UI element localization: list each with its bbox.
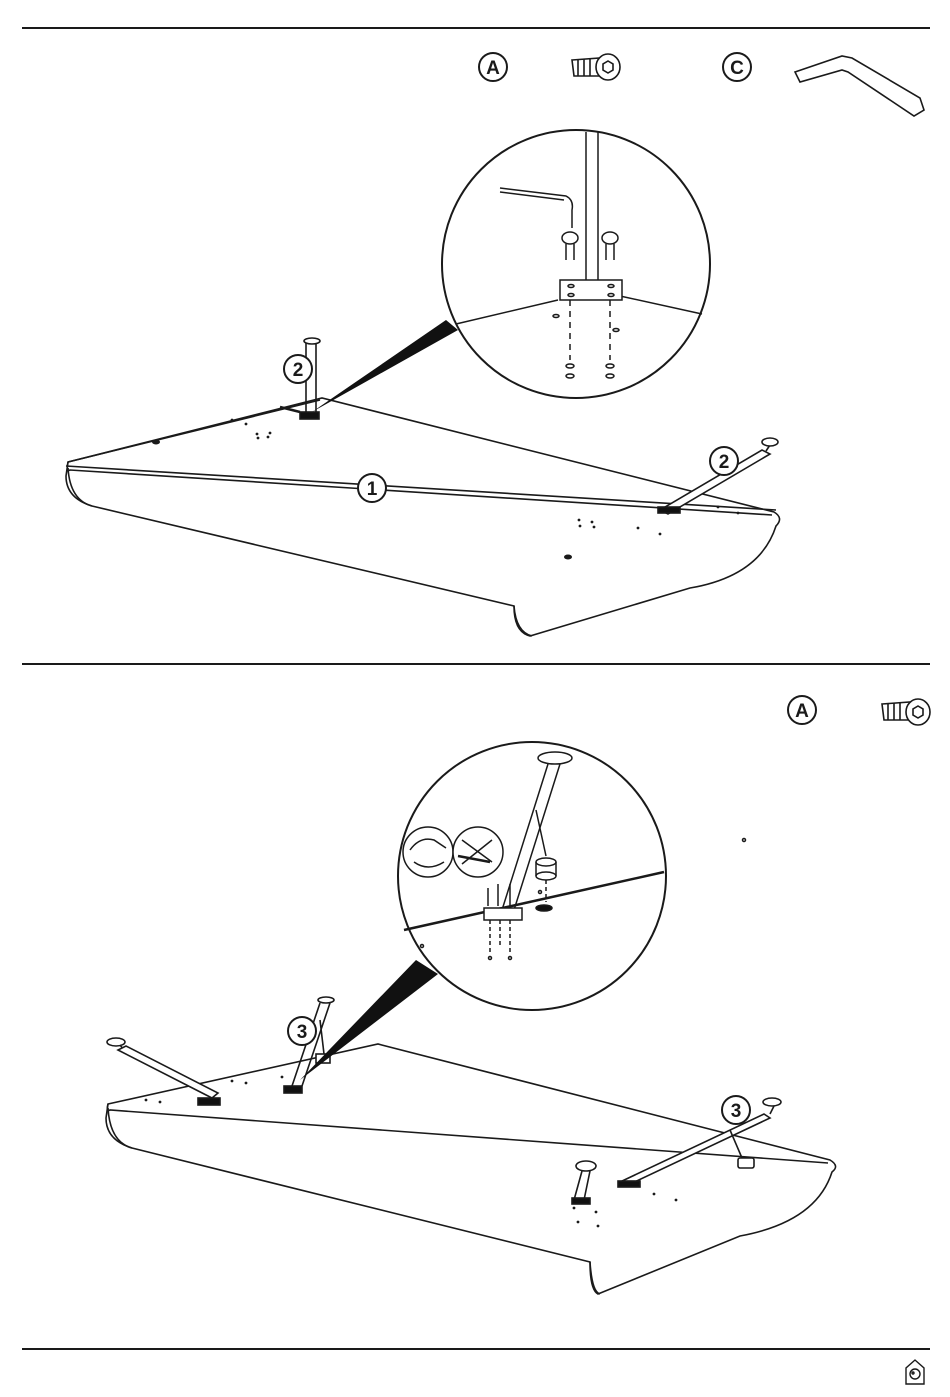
tabletop-2: [106, 1044, 836, 1294]
callout-1-label: 1: [367, 479, 378, 500]
screw-icon: [882, 699, 930, 725]
zoom-wedge-1: [312, 320, 458, 412]
brand-house-logo-icon: [906, 1360, 924, 1384]
detail-circle-2: [398, 742, 746, 1010]
part-c-label: C: [730, 58, 744, 79]
hand-tighten-icon: [403, 827, 453, 877]
no-power-tool-icon: [453, 827, 503, 877]
callout-3-left: 3: [288, 1017, 316, 1045]
tabletop-1: [66, 398, 780, 636]
part-a-badge-2: A: [788, 696, 816, 724]
callout-1-top: 1: [358, 474, 386, 502]
callout-3-left-label: 3: [297, 1022, 308, 1043]
part-a-badge: A: [479, 53, 507, 81]
callout-3-right-label: 3: [731, 1101, 742, 1122]
part-c-badge: C: [723, 53, 751, 81]
callout-2-left: 2: [284, 355, 312, 383]
part-a-label: A: [486, 58, 500, 79]
callout-3-right: 3: [722, 1096, 750, 1124]
callout-2-right-label: 2: [719, 452, 730, 473]
step-1: A C: [66, 53, 924, 636]
screw-icon: [572, 54, 620, 80]
step-2: A: [106, 696, 930, 1294]
part-a-label-2: A: [795, 701, 809, 722]
callout-2-left-label: 2: [293, 360, 304, 381]
allen-key-icon: [795, 56, 924, 116]
callout-2-right: 2: [710, 447, 738, 475]
detail-circle-1: [442, 130, 710, 398]
